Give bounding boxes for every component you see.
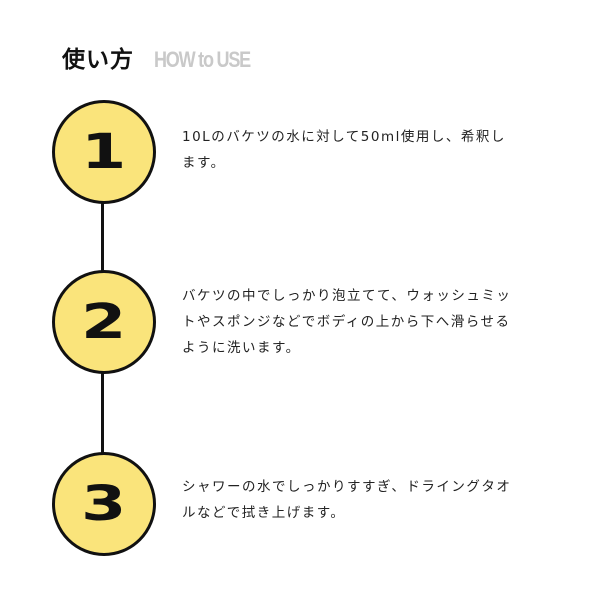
step-3-description: シャワーの水でしっかりすすぎ、ドライングタオルなどで拭き上げます。 [182, 479, 512, 521]
step-connector-1-2 [101, 196, 104, 272]
step-3-badge: 3 [52, 452, 156, 556]
step-3-number: 3 [81, 476, 127, 532]
step-2-description: バケツの中でしっかり泡立てて、ウォッシュミットやスポンジなどでボディの上から下へ… [182, 288, 512, 356]
step-2-badge: 2 [52, 270, 156, 374]
page-header: 使い方 HOW to USE [62, 40, 271, 80]
step-connector-2-3 [101, 368, 104, 454]
page-subtitle: HOW to USE [154, 47, 251, 72]
step-2-number: 2 [81, 294, 127, 350]
page-title: 使い方 [62, 47, 134, 73]
step-1-number: 1 [81, 124, 127, 180]
step-1-badge: 1 [52, 100, 156, 204]
step-1-description: 10Lのバケツの水に対して50ml使用し、希釈します。 [182, 129, 506, 171]
